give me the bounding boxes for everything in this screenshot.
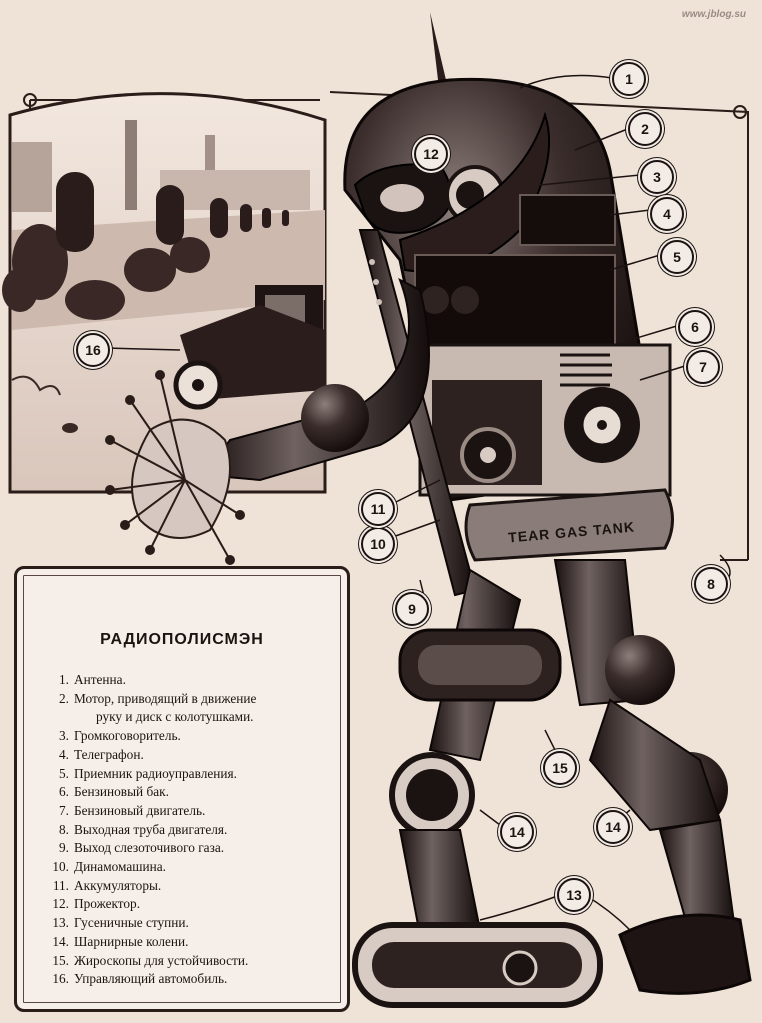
legend-list: 1. Антенна. 2. Мотор, приводящий в движени… [47,671,347,989]
callout-7: 7 [686,350,720,384]
legend-item: 12. Прожектор. [47,895,347,914]
frame-corner [23,93,37,107]
legend-item: 13. Гусеничные ступни. [47,914,347,933]
legend-number: 8. [59,821,69,837]
legend-number: 16. [52,971,69,987]
legend-number: 15. [52,952,69,968]
legend-text: руку и диск с колотушками. [96,709,254,725]
legend-item: 8. Выходная труба двигателя. [47,821,347,840]
legend-item: 3. Громкоговоритель. [47,727,347,746]
legend-text: Гусеничные ступни. [74,915,189,931]
legend-number: 11. [52,877,69,893]
legend-number: 10. [52,859,69,875]
legend-title: РАДИОПОЛИСМЭН [100,631,264,648]
legend-item: 6. Бензиновый бак. [47,783,347,802]
legend-text: Антенна. [74,672,126,687]
legend-text: Бензиновый двигатель. [74,802,206,818]
legend-item: 2. Мотор, приводящий в движение [47,690,347,709]
legend-text: Аккумуляторы. [74,877,162,893]
robot-legs [352,559,752,1008]
legend-item: 1. Антенна. [47,671,347,690]
callout-14b: 14 [596,810,630,844]
callout-8: 8 [694,567,728,601]
street-scene-panel [2,92,327,494]
legend-text: Выход слезоточивого газа. [74,840,225,856]
antenna [430,12,446,80]
legend-text: Жироскопы для устойчивости. [74,952,249,968]
frame-corner [733,105,747,119]
legend-number [47,708,69,727]
legend-number: 12. [52,896,69,912]
legend-number: 14. [52,933,69,949]
callout-1: 1 [612,62,646,96]
legend-text: Прожектор. [74,896,141,912]
robot-arm [105,277,430,565]
watermark: www.jblog.su [681,9,746,20]
legend-text: Выходная труба двигателя. [74,821,228,837]
callout-4: 4 [650,197,684,231]
legend-number: 1. [59,672,69,687]
callout-15: 15 [543,751,577,785]
legend-item: 7. Бензиновый двигатель. [47,802,347,821]
legend-text: Шарнирные колени. [74,933,189,949]
callout-16: 16 [76,333,110,367]
legend-text: Приемник радиоуправления. [74,765,237,781]
legend-number: 4. [59,746,69,762]
robot-body [343,77,674,562]
legend-item: 14. Шарнирные колени. [47,933,347,952]
legend-item: 15. Жироскопы для устойчивости. [47,952,347,971]
callout-6: 6 [678,310,712,344]
legend-text: Динамомашина. [74,859,166,875]
legend-text: Телеграфон. [74,746,144,762]
legend-panel: РАДИОПОЛИСМЭН 1. Антенна. 2. Мотор, привод… [14,566,350,1012]
legend-item: 4. Телеграфон. [47,746,347,765]
legend-item: 10. Динамомашина. [47,858,347,877]
legend-item: 9. Выход слезоточивого газа. [47,839,347,858]
callout-11: 11 [361,492,395,526]
legend-item: 5. Приемник радиоуправления. [47,765,347,784]
callout-5: 5 [660,240,694,274]
callout-13: 13 [557,878,591,912]
legend-text: Мотор, приводящий в движение [74,690,257,706]
legend-number: 7. [59,802,69,818]
legend-number: 5. [59,765,69,781]
legend-number: 9. [59,840,69,856]
legend-number: 6. [59,784,69,800]
legend-number: 2. [59,690,69,706]
callout-2: 2 [628,112,662,146]
callout-10: 10 [361,527,395,561]
legend-number: 13. [52,915,69,931]
callout-12: 12 [414,137,448,171]
legend-text: Громкоговоритель. [74,728,181,744]
legend-number: 3. [59,728,69,744]
callout-3: 3 [640,160,674,194]
legend-item: 11. Аккумуляторы. [47,877,347,896]
callout-14a: 14 [500,815,534,849]
legend-item: руку и диск с колотушками. [47,708,347,727]
callout-9: 9 [395,592,429,626]
legend-text: Бензиновый бак. [74,784,169,800]
legend-text: Управляющий автомобиль. [74,971,228,987]
legend-item: 16. Управляющий автомобиль. [47,970,347,989]
